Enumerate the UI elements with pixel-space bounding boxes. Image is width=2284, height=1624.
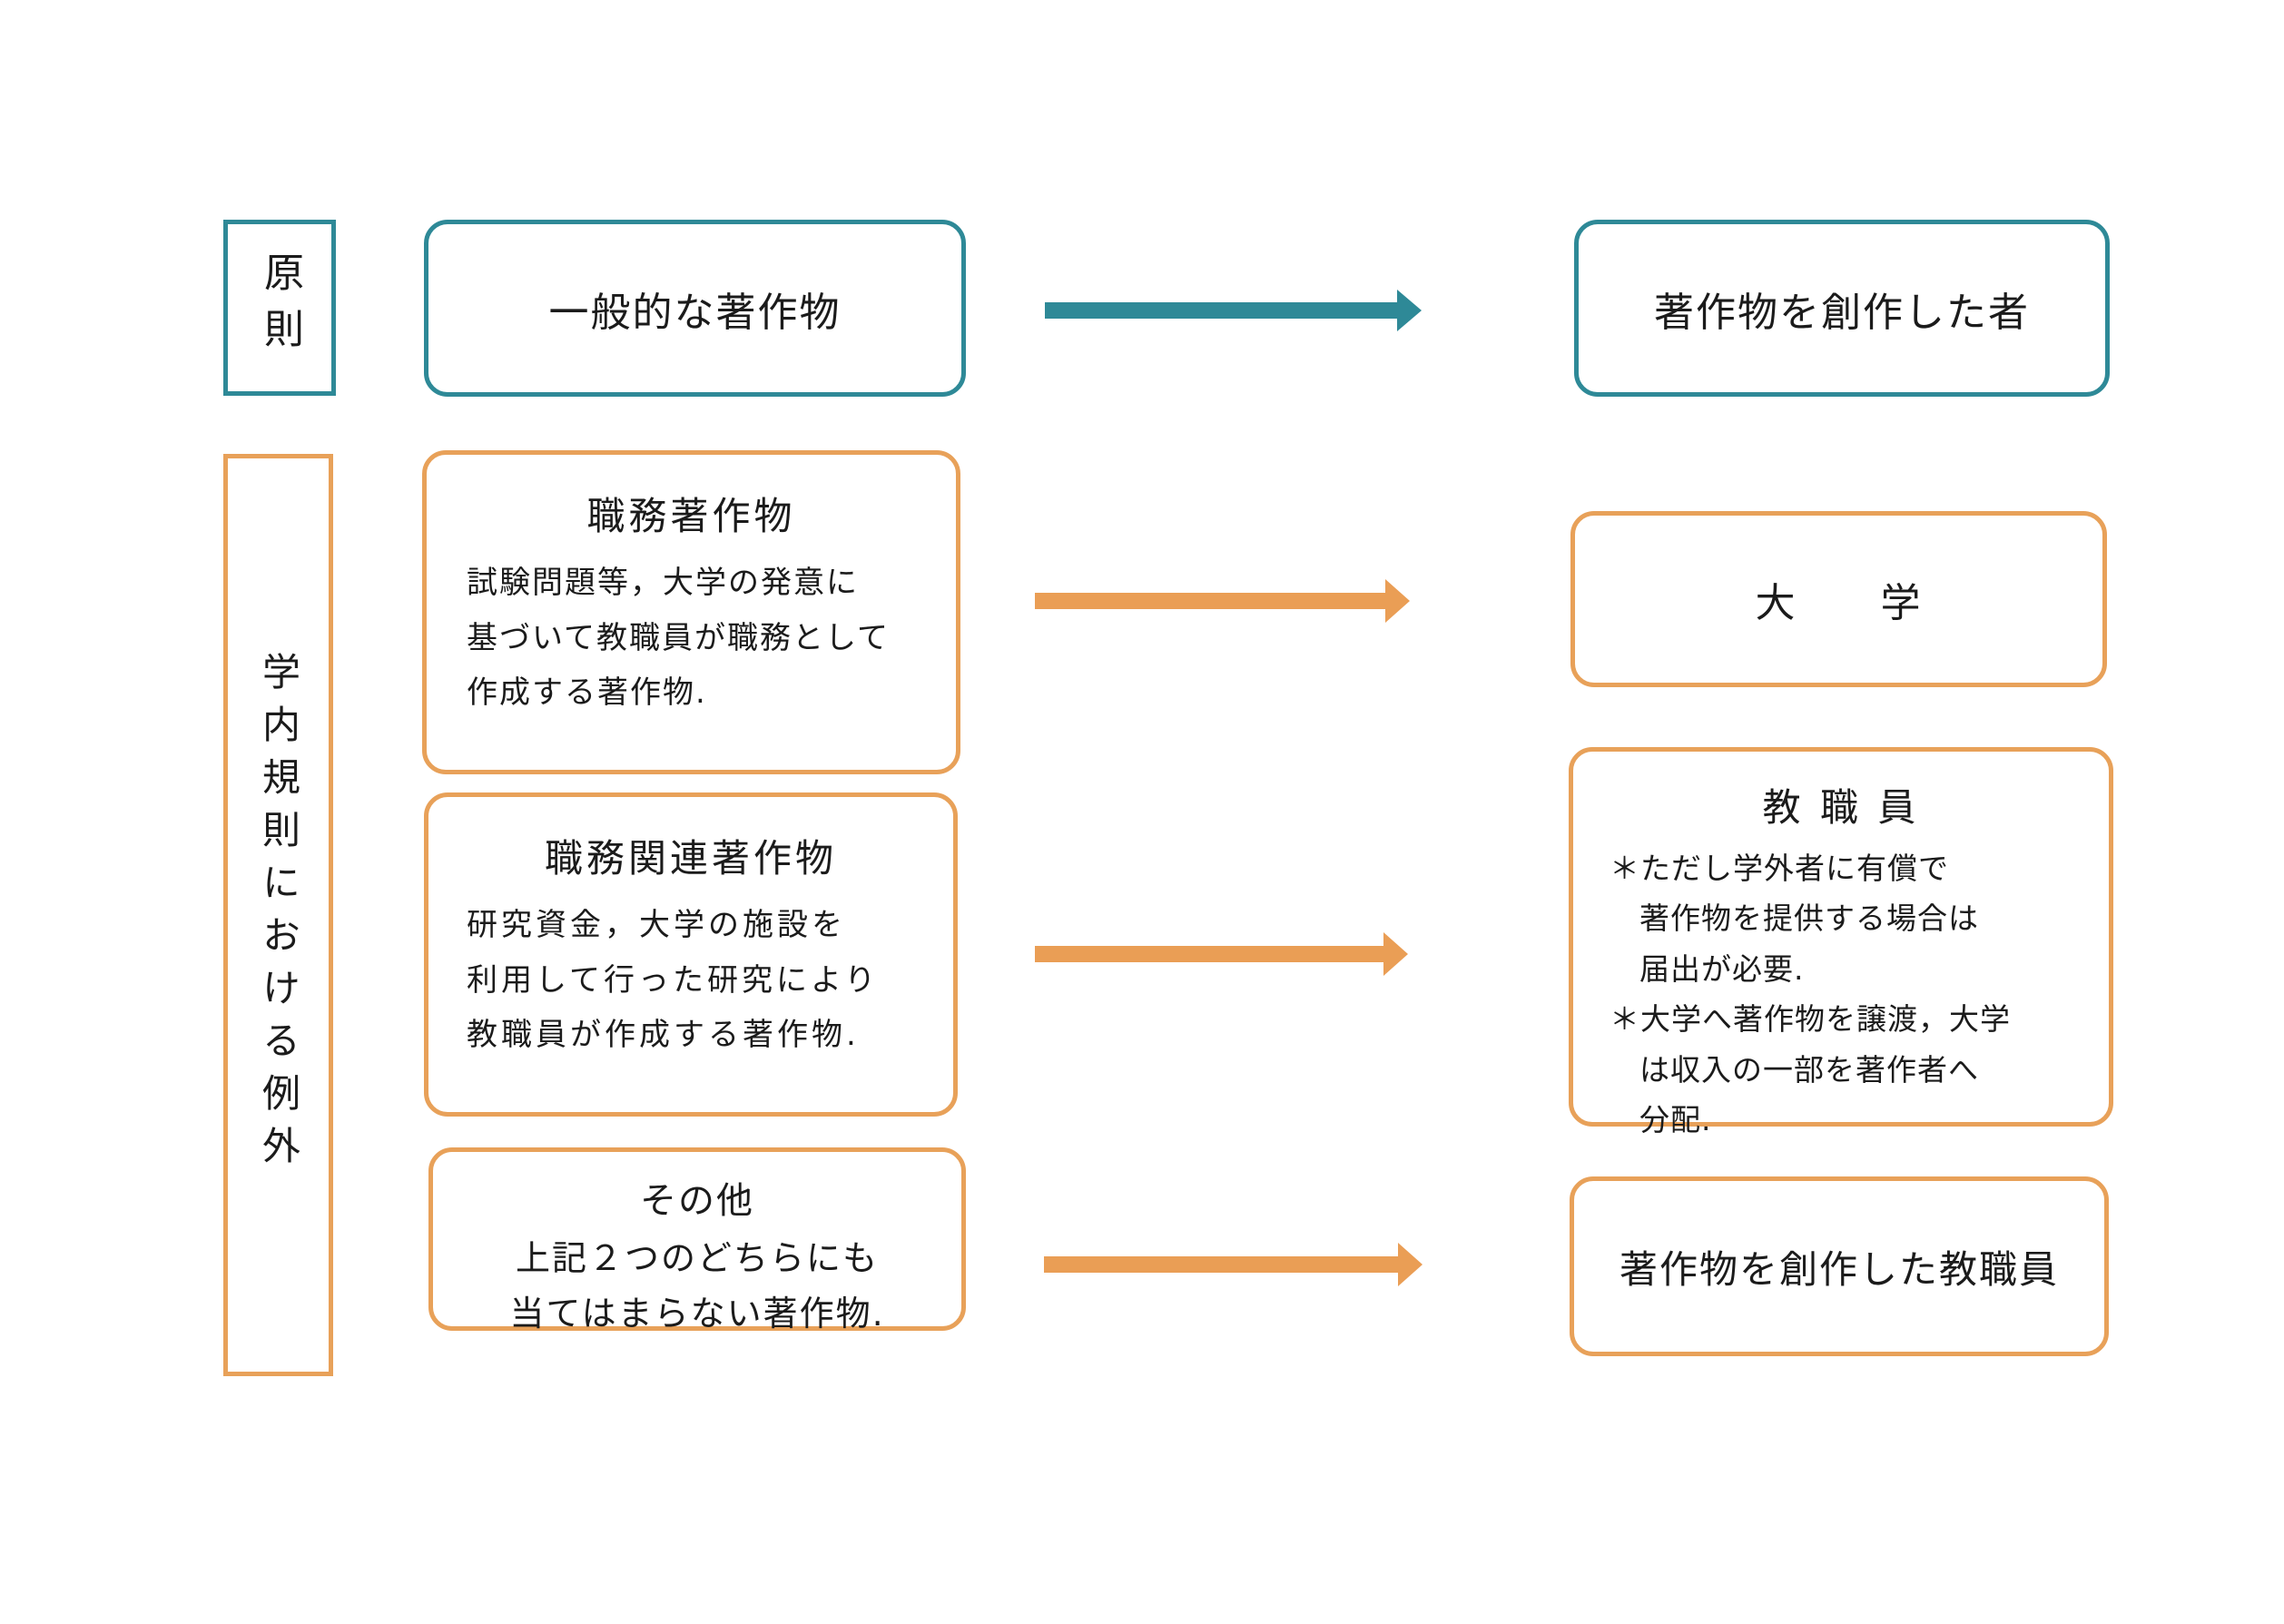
staff-note-line: ＊ただし学外者に有償で [1610,851,1949,886]
other-body-line: 当てはまらない著作物. [509,1294,885,1334]
work-for-hire-body-line: 作成する著作物. [467,674,707,712]
work-related-body-line: 教職員が作成する著作物. [467,1017,860,1054]
work-for-hire-body-line: 試験問題等，大学の発意に [467,565,859,601]
work-related-body: 研究資金，大学の施設を 利用して行った研究により 教職員が作成する著作物. [467,898,915,1063]
university-box: 大 学 [1570,511,2107,687]
creator-staff-box: 著作物を創作した教職員 [1570,1176,2109,1356]
principle-arrow-shaft [1045,302,1397,319]
work-related-arrow-shaft [1035,946,1383,962]
work-for-hire-body-line: 基づいて教職員が職務として [467,619,890,656]
other-text: その他 上記２つのどちらにも 当てはまらない著作物. [433,1172,961,1343]
staff-note-line: 著作物を提供する場合は [1639,901,1979,937]
staff-note-line: 届出が必要. [1639,950,1805,987]
staff-title: 教 職 員 [1762,785,1920,830]
principle-side-label-box: 原則 [223,220,336,396]
work-related-box: 職務関連著作物 研究資金，大学の施設を 利用して行った研究により 教職員が作成す… [424,792,958,1117]
creator-staff-label: 著作物を創作した教職員 [1619,1246,2059,1292]
other-body-line: 上記２つのどちらにも [515,1237,879,1278]
work-for-hire-body: 試験問題等，大学の発意に 基づいて教職員が職務として 作成する著作物. [467,556,916,721]
work-related-body-line: 利用して行った研究により [467,961,880,999]
work-related-arrow [1035,932,1408,976]
general-work-box: 一般的な著作物 [424,220,966,397]
work-for-hire-arrow [1035,579,1410,623]
work-for-hire-arrow-shaft [1035,593,1385,609]
staff-note-line: 分配. [1639,1102,1712,1138]
work-related-arrow-head [1383,932,1408,976]
university-label: 大 学 [1755,580,1923,626]
staff-note-line: ＊大学へ著作物を譲渡，大学 [1610,1001,2011,1038]
work-related-title: 職務関連著作物 [544,836,837,881]
work-for-hire-title: 職務著作物 [586,494,796,538]
creator-box: 著作物を創作した者 [1574,220,2110,397]
other-box: その他 上記２つのどちらにも 当てはまらない著作物. [428,1147,966,1334]
general-work-label: 一般的な著作物 [548,289,842,336]
work-related-body-line: 研究資金，大学の施設を [467,907,846,943]
other-arrow-shaft [1044,1256,1398,1273]
creator-label: 著作物を創作した者 [1654,289,2030,336]
exception-side-label: 学内規則における例外 [256,652,301,1178]
other-arrow-head [1398,1243,1423,1286]
other-title: その他 [640,1180,754,1222]
exception-side-label-box: 学内規則における例外 [223,454,333,1376]
principle-arrow [1045,290,1422,331]
other-arrow [1044,1243,1423,1286]
staff-note-line: は収入の一部を著作者へ [1639,1051,1979,1088]
work-for-hire-arrow-head [1385,579,1410,623]
principle-arrow-head [1397,290,1422,331]
staff-notes: ＊ただし学外者に有償で 著作物を提供する場合は 届出が必要. ＊大学へ著作物を譲… [1610,843,2072,1146]
work-for-hire-box: 職務著作物 試験問題等，大学の発意に 基づいて教職員が職務として 作成する著作物… [422,450,960,774]
principle-side-label: 原則 [257,251,303,364]
staff-box: 教 職 員 ＊ただし学外者に有償で 著作物を提供する場合は 届出が必要. ＊大学… [1569,747,2113,1137]
